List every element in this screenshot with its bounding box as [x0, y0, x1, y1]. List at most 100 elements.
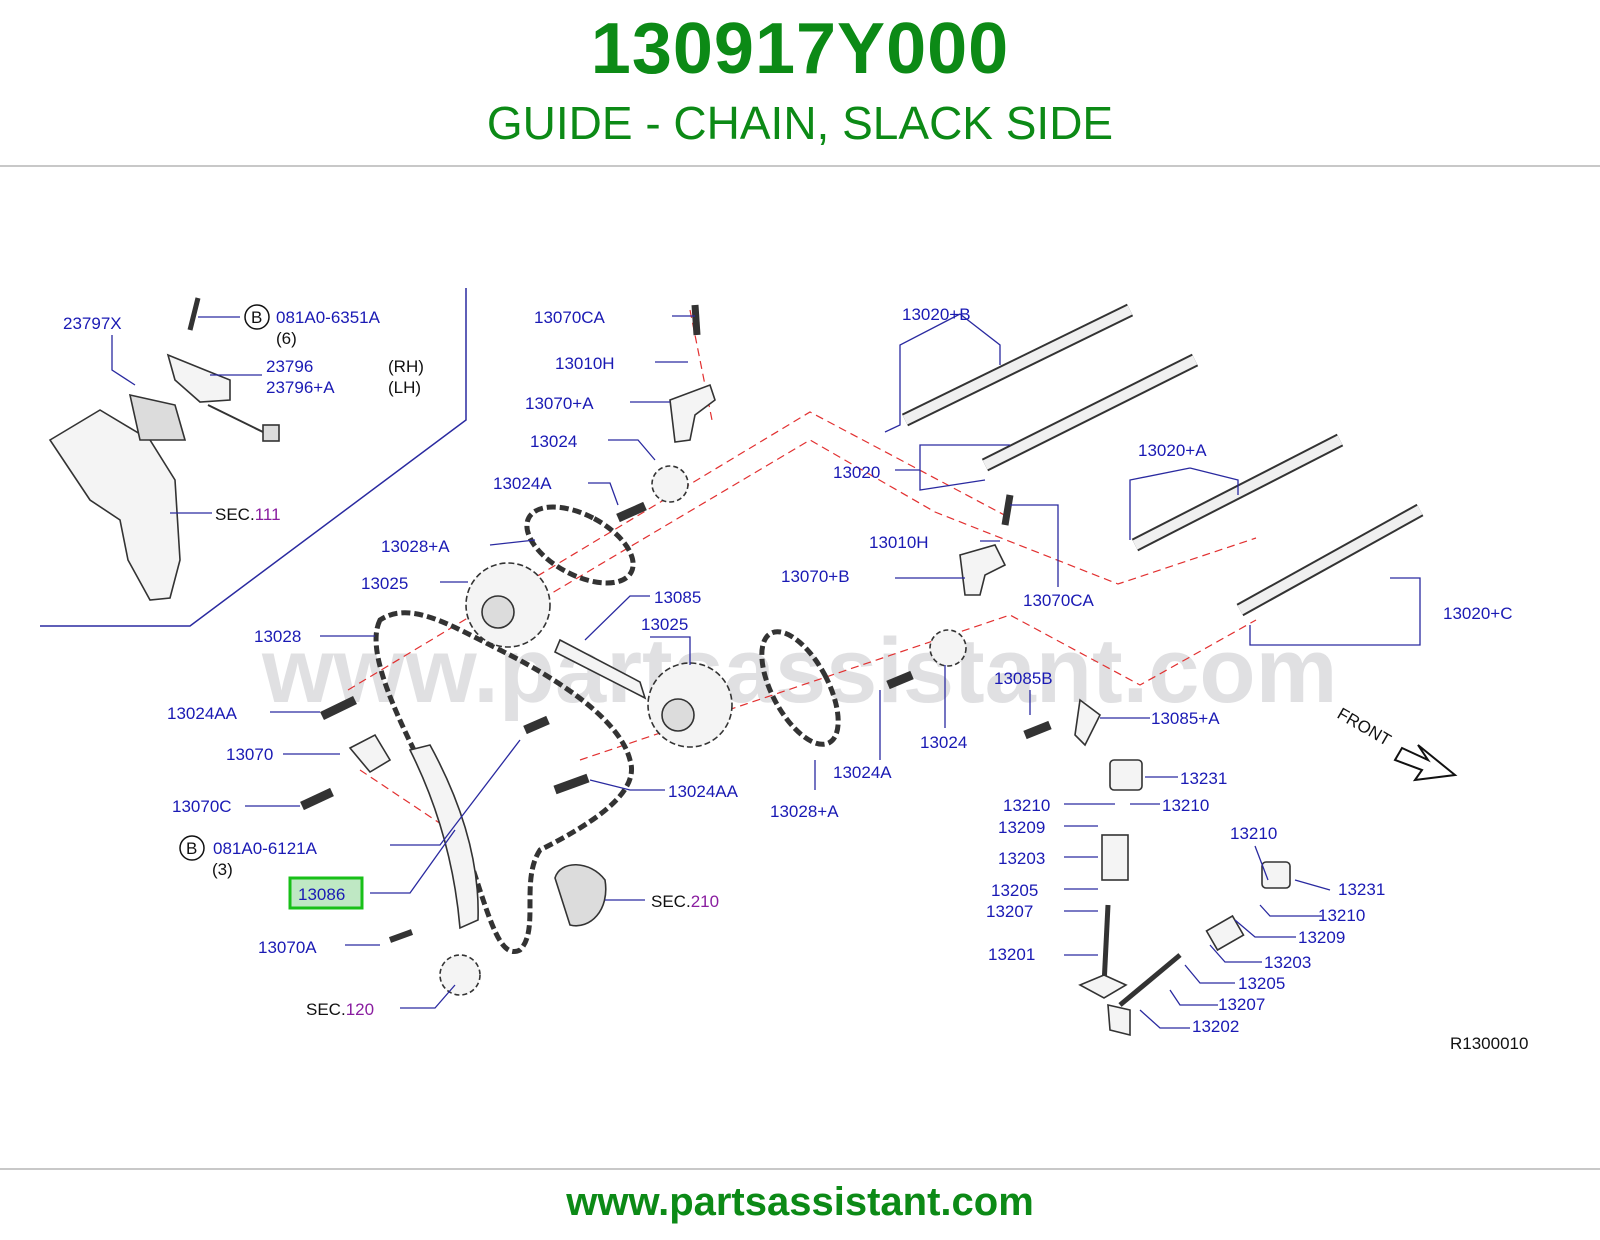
- valve-stem-part: [1101, 904, 1111, 986]
- label-13205-left[interactable]: 13205: [991, 881, 1038, 900]
- label-13203-left[interactable]: 13203: [998, 849, 1045, 868]
- label-13025-mid[interactable]: 13025: [641, 615, 688, 634]
- label-sec120[interactable]: SEC.120: [306, 1000, 374, 1019]
- label-13210-a[interactable]: 13210: [1003, 796, 1050, 815]
- label-13070a-top[interactable]: 13070+A: [525, 394, 594, 413]
- label-13024a-top[interactable]: 13024A: [493, 474, 552, 493]
- label-13201[interactable]: 13201: [988, 945, 1035, 964]
- chain-guide-bracket: [1074, 698, 1102, 747]
- crank-sprocket: [439, 954, 481, 996]
- label-13070ca-top[interactable]: 13070CA: [534, 308, 606, 327]
- axis-line: [519, 439, 1257, 613]
- label-13210-c[interactable]: 13210: [1230, 824, 1277, 843]
- label-13203-right[interactable]: 13203: [1264, 953, 1311, 972]
- idler-sprocket-rh: [651, 465, 689, 503]
- bolt-part: [523, 715, 550, 735]
- chain-tensioner-sec210: [554, 864, 607, 927]
- label-13024aa-mid[interactable]: 13024AA: [668, 782, 739, 801]
- label-13085[interactable]: 13085: [654, 588, 701, 607]
- label-13209-right[interactable]: 13209: [1298, 928, 1345, 947]
- camshaft-rh-intake: [981, 353, 1199, 472]
- bolt-part: [320, 695, 357, 721]
- label-13028[interactable]: 13028: [254, 627, 301, 646]
- valve-spring-part: [1101, 834, 1129, 881]
- primary-timing-chain: [373, 610, 634, 954]
- bolt-part: [388, 929, 414, 943]
- label-bolt-qty-3: (3): [212, 860, 233, 879]
- label-sec111[interactable]: SEC.111: [215, 505, 281, 524]
- label-23797x[interactable]: 23797X: [63, 314, 122, 333]
- label-13070c[interactable]: 13070C: [172, 797, 232, 816]
- axis-line: [359, 769, 451, 831]
- inset-bolt-part: [187, 297, 201, 331]
- label-sec210[interactable]: SEC.210: [651, 892, 719, 911]
- label-13010h-top[interactable]: 13010H: [555, 354, 615, 373]
- chain-tensioner-rh: [669, 383, 716, 443]
- valve-head-part: [1107, 1003, 1131, 1037]
- label-13231-right[interactable]: 13231: [1338, 880, 1385, 899]
- sensor-connector-part: [262, 424, 280, 442]
- label-13209-left[interactable]: 13209: [998, 818, 1045, 837]
- header-divider: [0, 165, 1600, 167]
- chain-tensioner-lh: [959, 544, 1007, 596]
- label-13202[interactable]: 13202: [1192, 1017, 1239, 1036]
- label-13020a[interactable]: 13020+A: [1138, 441, 1207, 460]
- axis-line: [347, 411, 1011, 691]
- label-13086-highlighted[interactable]: 13086: [298, 885, 345, 904]
- cam-sprocket-rh-hub: [481, 595, 515, 629]
- valve-spring-part: [1205, 914, 1245, 952]
- label-13207-left[interactable]: 13207: [986, 902, 1033, 921]
- label-13024a-bottom[interactable]: 13024A: [833, 763, 892, 782]
- idler-sprocket-lh: [929, 629, 967, 667]
- label-13010h-mid[interactable]: 13010H: [869, 533, 929, 552]
- label-bolt-081a0-6121a[interactable]: 081A0-6121A: [213, 839, 318, 858]
- label-rh: (RH): [388, 357, 424, 376]
- label-13085b[interactable]: 13085B: [994, 669, 1053, 688]
- label-13205-right[interactable]: 13205: [1238, 974, 1285, 993]
- watermark-text: www.partsassistant.com: [261, 620, 1337, 722]
- bolt-code-circle-icon: [179, 835, 205, 861]
- label-13025-left[interactable]: 13025: [361, 574, 408, 593]
- leader-lines: [111, 313, 1421, 1029]
- highlight-box: [288, 876, 364, 910]
- bolt-code-b2: B: [186, 839, 197, 858]
- label-13024-bottom[interactable]: 13024: [920, 733, 967, 752]
- label-13020b[interactable]: 13020+B: [902, 305, 971, 324]
- label-13020[interactable]: 13020: [833, 463, 880, 482]
- bolt-part: [886, 670, 914, 690]
- chain-guide-slack-side: [408, 744, 479, 930]
- secondary-chain-lh: [759, 629, 841, 747]
- label-23796[interactable]: 23796: [266, 357, 313, 376]
- front-arrow-icon: [1393, 744, 1458, 782]
- label-13024-top[interactable]: 13024: [530, 432, 577, 451]
- bolt-part: [616, 501, 647, 523]
- bolt-code-b1: B: [251, 308, 262, 327]
- label-13070ca-mid[interactable]: 13070CA: [1023, 591, 1095, 610]
- label-13085a[interactable]: 13085+A: [1151, 709, 1220, 728]
- valve-lifter-part: [1261, 861, 1291, 889]
- bolt-part: [691, 304, 701, 336]
- label-13028a-bottom[interactable]: 13028+A: [770, 802, 839, 821]
- footer-website-link[interactable]: www.partsassistant.com: [566, 1180, 1034, 1224]
- label-bolt-081a0-6351a[interactable]: 081A0-6351A: [276, 308, 381, 327]
- label-13028a-top[interactable]: 13028+A: [381, 537, 450, 556]
- label-13020c[interactable]: 13020+C: [1443, 604, 1512, 623]
- label-13070b[interactable]: 13070+B: [781, 567, 850, 586]
- valve-stem-part: [1118, 953, 1182, 1007]
- label-front: FRONT: [1334, 704, 1394, 750]
- label-23796a[interactable]: 23796+A: [266, 378, 335, 397]
- label-13070a-bottom[interactable]: 13070A: [258, 938, 317, 957]
- label-13231-top[interactable]: 13231: [1180, 769, 1227, 788]
- label-13024aa-left[interactable]: 13024AA: [167, 704, 238, 723]
- label-13210-b[interactable]: 13210: [1162, 796, 1209, 815]
- valve-lifter-part: [1109, 759, 1143, 791]
- cam-sprocket-lh-hub: [661, 698, 695, 732]
- camshaft-sensor-part: [166, 353, 231, 403]
- bolt-part: [1001, 494, 1014, 526]
- chain-guide-upper: [553, 638, 647, 700]
- secondary-chain-rh: [524, 504, 636, 586]
- label-13207-right[interactable]: 13207: [1218, 995, 1265, 1014]
- label-13070[interactable]: 13070: [226, 745, 273, 764]
- label-13210-d[interactable]: 13210: [1318, 906, 1365, 925]
